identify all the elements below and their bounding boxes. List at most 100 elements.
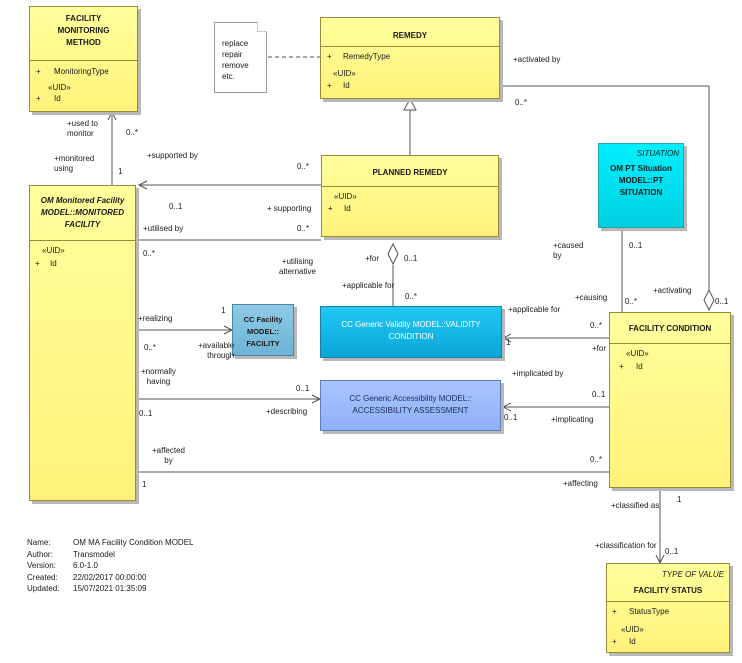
attribute-visibility: + (327, 81, 332, 90)
class-facility-status[interactable]: TYPE OF VALUE FACILITY STATUS + StatusTy… (606, 563, 730, 653)
class-title: FACILITY MONITORING METHOD (30, 7, 137, 49)
class-title: CC Facility MODEL:: FACILITY (233, 305, 293, 350)
meta-row: Created:22/02/2017 00:00:00 (27, 572, 193, 584)
title-line: SITUATION (619, 188, 663, 197)
label-line: +caused (553, 241, 584, 250)
class-validity-condition[interactable]: CC Generic Validity MODEL::VALIDITY COND… (320, 306, 502, 358)
label-line: +available (198, 341, 235, 350)
class-stereotype: SITUATION (636, 149, 679, 158)
multiplicity: 0..1 (715, 297, 729, 306)
multiplicity: 0..* (405, 292, 418, 301)
note-line: etc. (222, 72, 235, 81)
multiplicity: 1 (221, 306, 226, 315)
meta-row: Version: 6.0-1.0 (27, 560, 193, 572)
multiplicity: 0..* (590, 455, 603, 464)
role-label: +describing (266, 407, 308, 416)
meta-value: 15/07/2021 01:35:09 (73, 584, 147, 593)
class-pt-situation[interactable]: SITUATION OM PT Situation MODEL::PT SITU… (598, 143, 684, 228)
note-text: replace repair remove etc. (222, 38, 249, 82)
title-line: MONITORING (57, 26, 110, 35)
role-label: +supported by (147, 151, 198, 160)
label-line: having (146, 377, 171, 386)
role-label: +utilising alternative (279, 257, 316, 277)
multiplicity: 0..* (143, 249, 156, 258)
attribute-visibility: + (612, 637, 617, 646)
meta-value: 6.0-1.0 (73, 561, 98, 570)
multiplicity: 0..* (297, 224, 310, 233)
class-title: OM PT Situation MODEL::PT SITUATION (599, 163, 683, 199)
multiplicity: 0..* (297, 162, 310, 171)
role-label: +realizing (138, 314, 173, 323)
label-line: +monitored (54, 154, 95, 163)
role-label: +classified as (611, 501, 660, 510)
title-line: FACILITY (65, 14, 102, 23)
uid-stereotype: «UID» (48, 83, 71, 92)
class-title: PLANNED REMEDY (372, 168, 448, 177)
role-label: +implicating (551, 415, 594, 424)
multiplicity: 0..1 (139, 409, 153, 418)
attribute-visibility: + (327, 52, 332, 61)
title-line: FACILITY (64, 220, 101, 229)
note-line: remove (222, 61, 249, 70)
title-line: CC Generic Validity MODEL::VALIDITY (341, 320, 481, 329)
multiplicity: 0..1 (296, 384, 310, 393)
note: replace repair remove etc. (214, 22, 267, 93)
label-line: +affected (152, 446, 185, 455)
label-line: through (207, 351, 235, 360)
label-line: by (164, 456, 173, 465)
role-label: +implicated by (512, 369, 564, 378)
separator (322, 186, 498, 187)
multiplicity: 0..1 (404, 254, 418, 263)
meta-row: Author:Transmodel (27, 549, 193, 561)
title-line: FACILITY (246, 339, 280, 348)
note-line: replace (222, 39, 249, 48)
diagram-metadata: Name:OM MA Facility Condition MODEL Auth… (27, 537, 193, 595)
role-label: +applicable for (342, 281, 395, 290)
attribute-remedy-type: RemedyType (343, 52, 391, 61)
title-line: OM Monitored Facility (40, 196, 125, 205)
multiplicity: 0..1 (592, 390, 606, 399)
attribute-visibility: + (619, 362, 624, 371)
class-title: CC Generic Accessibility MODEL:: ACCESSI… (321, 381, 500, 417)
attribute-visibility: + (612, 607, 617, 616)
class-cc-facility[interactable]: CC Facility MODEL:: FACILITY (232, 304, 294, 356)
meta-key: Author: (27, 549, 53, 559)
class-facility-monitoring-method[interactable]: FACILITY MONITORING METHOD + MonitoringT… (29, 6, 138, 112)
class-title: OM Monitored Facility MODEL::MONITORED F… (30, 186, 135, 231)
uid-stereotype: «UID» (334, 192, 357, 201)
attribute-id: Id (54, 94, 61, 103)
title-line: CC Facility (243, 315, 283, 324)
title-line: MODEL:: (246, 327, 280, 336)
title-line: MODEL::MONITORED (41, 208, 124, 217)
attribute-id: Id (344, 204, 351, 213)
multiplicity: 1 (506, 338, 511, 347)
multiplicity: 1 (142, 480, 147, 489)
multiplicity: 0..1 (504, 413, 518, 422)
role-label: +affecting (563, 479, 598, 488)
note-fold-icon (257, 22, 267, 32)
class-accessibility-assessment[interactable]: CC Generic Accessibility MODEL:: ACCESSI… (320, 380, 501, 431)
separator (607, 601, 729, 602)
class-monitored-facility[interactable]: OM Monitored Facility MODEL::MONITORED F… (29, 185, 136, 501)
meta-key: Created: (27, 572, 58, 582)
role-label: +for (365, 254, 380, 263)
role-label: +for (592, 344, 607, 353)
title-line: METHOD (66, 38, 101, 47)
note-line: repair (222, 50, 243, 59)
label-line: +used to (67, 119, 98, 128)
class-remedy[interactable]: REMEDY + RemedyType «UID» + Id (320, 17, 500, 99)
label-line: alternative (279, 267, 316, 276)
role-label: +used to monitor (67, 119, 98, 139)
multiplicity: 1 (677, 495, 682, 504)
multiplicity: 0..* (144, 343, 157, 352)
label-line: using (54, 164, 74, 173)
role-label: +activated by (513, 55, 561, 64)
meta-key: Version: (27, 561, 56, 570)
class-planned-remedy[interactable]: PLANNED REMEDY «UID» + Id (321, 155, 499, 237)
class-title: REMEDY (392, 31, 428, 40)
separator (321, 46, 499, 47)
role-label: +applicable for (508, 305, 561, 314)
label-line: +normally (141, 367, 176, 376)
class-facility-condition[interactable]: FACILITY CONDITION «UID» + Id (609, 312, 731, 488)
